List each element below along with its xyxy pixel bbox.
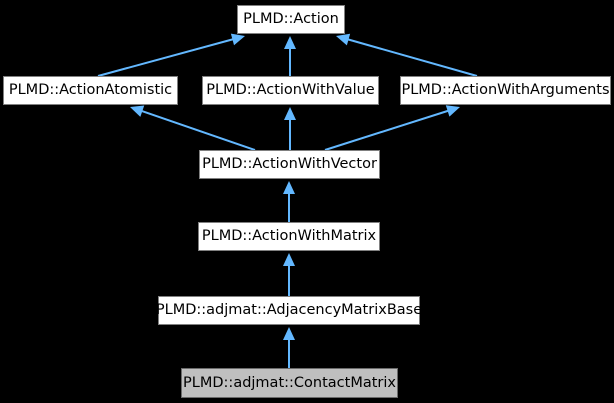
class-node-label: PLMD::adjmat::ContactMatrix [183,374,396,391]
arrow-line [97,38,235,77]
class-node-action[interactable]: PLMD::Action [237,5,345,34]
class-node-label: PLMD::adjmat::AdjacencyMatrixBase [155,302,423,319]
arrowhead-icon [445,105,460,117]
class-node-label: PLMD::ActionAtomistic [8,82,173,99]
class-node-label: PLMD::ActionWithVector [202,156,377,173]
inheritance-arrow [336,33,478,77]
inheritance-arrow [97,33,245,77]
arrow-line [346,38,478,77]
inheritance-arrow [284,107,296,150]
arrowhead-icon [230,33,245,46]
inheritance-arrow [283,253,295,296]
arrowhead-icon [283,181,295,194]
class-node-label: PLMD::ActionWithValue [206,82,375,99]
inheritance-arrow [283,327,295,368]
arrowhead-icon [283,253,295,266]
arrow-line [324,109,450,151]
inheritance-arrow [284,36,296,76]
arrowhead-icon [284,36,296,49]
arrowhead-icon [284,107,296,120]
inheritance-arrow [130,105,256,151]
arrowhead-icon [130,105,145,117]
inheritance-arrow [283,181,295,222]
class-node-action-with-value[interactable]: PLMD::ActionWithValue [202,76,379,105]
class-node-action-with-matrix[interactable]: PLMD::ActionWithMatrix [198,222,380,251]
class-node-contact-matrix[interactable]: PLMD::adjmat::ContactMatrix [181,368,398,398]
class-node-adjacency-matrix-base[interactable]: PLMD::adjmat::AdjacencyMatrixBase [156,296,422,325]
arrowhead-icon [283,327,295,340]
class-node-label: PLMD::ActionWithArguments [401,82,610,99]
inheritance-arrow [324,105,460,151]
class-node-action-with-vector[interactable]: PLMD::ActionWithVector [199,150,380,179]
class-node-action-atomistic[interactable]: PLMD::ActionAtomistic [3,76,178,105]
class-node-label: PLMD::ActionWithMatrix [201,228,377,245]
class-node-label: PLMD::Action [243,11,339,28]
class-node-action-with-arguments[interactable]: PLMD::ActionWithArguments [400,76,611,105]
arrow-line [140,109,256,151]
arrowhead-icon [336,33,351,46]
